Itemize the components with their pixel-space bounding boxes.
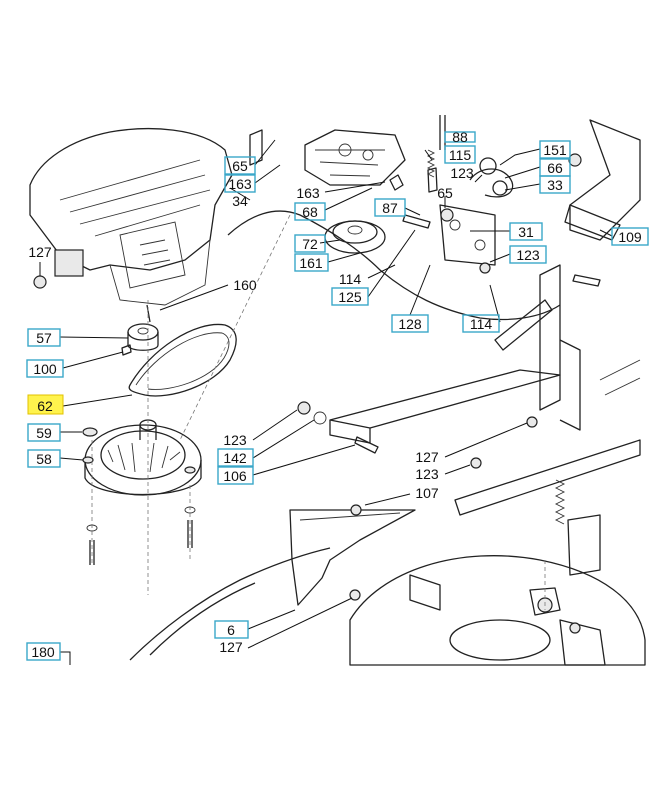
label-68: 68 xyxy=(302,204,318,220)
label-72: 72 xyxy=(302,236,318,252)
label-106: 106 xyxy=(223,468,247,484)
label-65: 65 xyxy=(232,158,248,174)
highlight-62 xyxy=(27,394,64,415)
label-57: 57 xyxy=(36,330,52,346)
centerline-dashes xyxy=(91,214,546,610)
label-109: 109 xyxy=(618,229,642,245)
label-128: 128 xyxy=(398,316,422,332)
label-151: 151 xyxy=(543,142,567,158)
label-31: 31 xyxy=(518,224,534,240)
label-160: 160 xyxy=(233,277,257,293)
belt-drawing xyxy=(128,323,237,397)
label-163: 163 xyxy=(228,176,252,192)
label-59: 59 xyxy=(36,425,52,441)
label-34: 34 xyxy=(232,193,248,209)
idler-pulley-drawing xyxy=(121,304,159,356)
label-6: 6 xyxy=(227,622,235,638)
label-163: 163 xyxy=(296,185,320,201)
springs-drawing xyxy=(426,149,601,576)
label-180: 180 xyxy=(31,644,55,660)
handle-bracket-drawing xyxy=(427,115,514,266)
gearbox-drawing xyxy=(249,129,406,186)
label-115: 115 xyxy=(449,147,472,163)
label-127: 127 xyxy=(219,639,243,655)
leader-lines xyxy=(39,139,613,665)
label-33: 33 xyxy=(547,177,563,193)
label-62: 62 xyxy=(37,398,53,414)
label-123: 123 xyxy=(223,432,247,448)
label-123: 123 xyxy=(516,247,540,263)
cables-drawing xyxy=(129,210,561,661)
blade-adapter-drawing xyxy=(82,419,202,496)
label-65: 65 xyxy=(437,185,453,201)
label-123: 123 xyxy=(450,165,474,181)
label-66: 66 xyxy=(547,160,563,176)
label-127: 127 xyxy=(415,449,439,465)
label-107: 107 xyxy=(415,485,439,501)
label-87: 87 xyxy=(382,200,398,216)
bolts-drawing xyxy=(33,153,601,634)
label-114: 114 xyxy=(470,316,493,332)
label-161: 161 xyxy=(299,255,323,271)
deck-drawing xyxy=(349,555,646,666)
label-58: 58 xyxy=(36,451,52,467)
label-114: 114 xyxy=(339,271,362,287)
engine-drawing xyxy=(29,128,233,306)
label-142: 142 xyxy=(223,450,247,466)
label-125: 125 xyxy=(338,289,362,305)
label-123: 123 xyxy=(415,466,439,482)
part-labels: 65 163 34 163 68 72 161 114 125 87 65 88… xyxy=(26,129,649,661)
blade-drawing xyxy=(289,509,416,606)
label-127: 127 xyxy=(28,244,52,260)
label-88: 88 xyxy=(452,129,468,145)
label-100: 100 xyxy=(33,361,57,377)
